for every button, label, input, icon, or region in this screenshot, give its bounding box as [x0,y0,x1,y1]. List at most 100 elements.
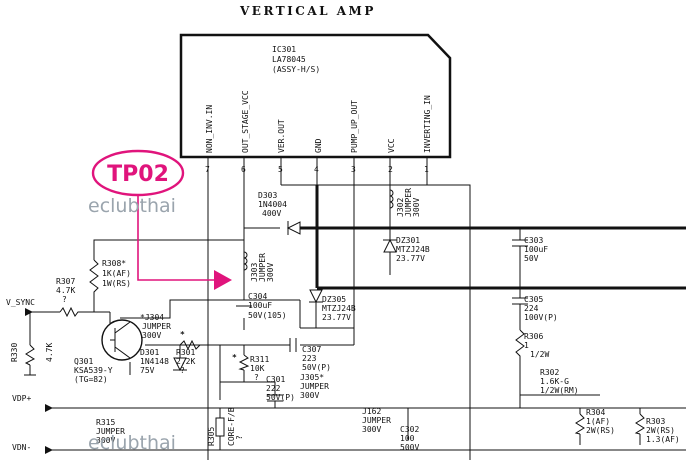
r307-ref: R307 [56,277,75,286]
c303-ref: C303 [524,236,543,245]
r303-value: 2W(RS) [646,426,675,435]
r305-ref: R305 [207,427,216,446]
vdn-label: VDN- [12,443,31,452]
r302-ref: R302 [540,368,559,377]
c305-rating: 100V(P) [524,313,558,322]
j305-part: JUMPER [300,382,329,391]
c303-rating: 50V [524,254,539,263]
power-bus-lines [300,185,686,290]
j305-ref: J305* [300,373,324,382]
j304-ref: *J304 [140,313,164,322]
dz301-part: MTZJ24B [396,245,430,254]
ic301-ref: IC301 [272,45,296,54]
c301-value: 222 [266,384,281,393]
c302-ref: C302 [400,425,419,434]
r306-rating: 1/2W [530,350,549,359]
d303-part: 1N4004 [258,200,287,209]
r311-ref: R311 [250,355,269,364]
j162-rating: 300V [362,425,381,434]
r311-note: ? [254,373,259,382]
r307-value: 4.7K [56,286,75,295]
r304-rating: 2W(RS) [586,426,615,435]
r301-note: ? [180,366,185,375]
r308-ref: R308* [102,259,126,268]
r301-star: * [180,330,185,339]
c305-value: 224 [524,304,539,313]
resistor-r304 [574,413,585,435]
tp02-label: TP02 [107,162,169,187]
j162-ref: J162 [362,407,381,416]
c307-value: 223 [302,354,317,363]
j303-rating: 300V [266,263,275,282]
r301-value: 2.2K [176,357,195,366]
d303-rating: 400V [262,209,281,218]
j304-rating: 300V [142,331,161,340]
dz305-rating: 23.77V [322,313,351,322]
r311-star: * [232,353,237,362]
j303-part: JUMPER [258,253,267,282]
ic301-pin5-name: VER.OUT [277,119,286,153]
capacitor-c305 [512,297,528,305]
j305-rating: 300V [300,391,319,400]
resistor-r330 [24,344,36,366]
r303-ref: R303 [646,417,665,426]
r315-part: JUMPER [96,427,125,436]
jumper-j302 [389,189,394,209]
j302-rating: 300V [412,198,421,217]
c304-rating: 50V(105) [248,311,287,320]
dz305-ref: DZ305 [322,295,346,304]
watermark-bottom: eclubthai [88,432,176,454]
q301-ref: Q301 [74,357,93,366]
ic301-note: (ASSY-H/S) [272,65,320,74]
tp02-arrowhead [214,270,232,290]
c304-value: 100uF [248,301,272,310]
r305-mark: ? [235,435,244,440]
capacitor-c301 [267,394,283,402]
c302-rating: 500V [400,443,419,452]
capacitor-c304 [236,299,252,307]
v-sync-label: V_SYNC [6,298,35,307]
r302-value: 1.6K-G [540,377,569,386]
j302-part: JUMPER [404,188,413,217]
watermark-top: eclubthai [88,195,176,217]
resistor-r306 [515,329,525,360]
c301-ref: C301 [266,375,285,384]
dz305-part: MTZJ24B [322,304,356,313]
c304-ref: C304 [248,292,267,301]
zener-dz305 [309,289,323,328]
d301-rating: 75V [140,366,155,375]
r304-value: 1(AF) [586,417,610,426]
vdn-arrow [45,446,53,454]
c307-ref: C307 [302,345,321,354]
c307-rating: 50V(P) [302,363,331,372]
ic301-body [179,33,452,159]
j303-ref: J303 [250,263,259,282]
r307-note: ? [62,295,67,304]
r306-ref: R306 [524,332,543,341]
c301-rating: 50V(P) [266,393,295,402]
r315-ref: R315 [96,418,115,427]
ic301-pin7-name: NON_INV.IN [205,105,214,153]
r311-value: 10K [250,364,265,373]
r303-rating: 1.3(AF) [646,435,680,444]
ic301-part: LA78045 [272,55,306,64]
vdp-arrow [45,404,53,412]
q301-part: KSA539-Y [74,366,113,375]
signal-wires [25,184,686,460]
diode-d301 [173,345,187,372]
r302-rating: 1/2W(RM) [540,386,579,395]
ic301-pin4-name: GND [314,138,323,153]
resistor-r301 [179,339,210,351]
resistor-r307 [59,306,80,318]
j302-ref: J302 [396,198,405,217]
jumper-j303 [243,251,248,271]
capacitor-c303 [512,239,528,247]
ic301-pin2-name: VCC [387,138,396,153]
capacitor-c307 [289,338,297,352]
d301-part: 1N4148 [140,357,169,366]
j304-part: JUMPER [142,322,171,331]
v-sync-arrow [25,308,33,316]
r330-ref: R330 [10,343,19,362]
j162-part: JUMPER [362,416,391,425]
r330-value: 4.7K [45,343,54,362]
